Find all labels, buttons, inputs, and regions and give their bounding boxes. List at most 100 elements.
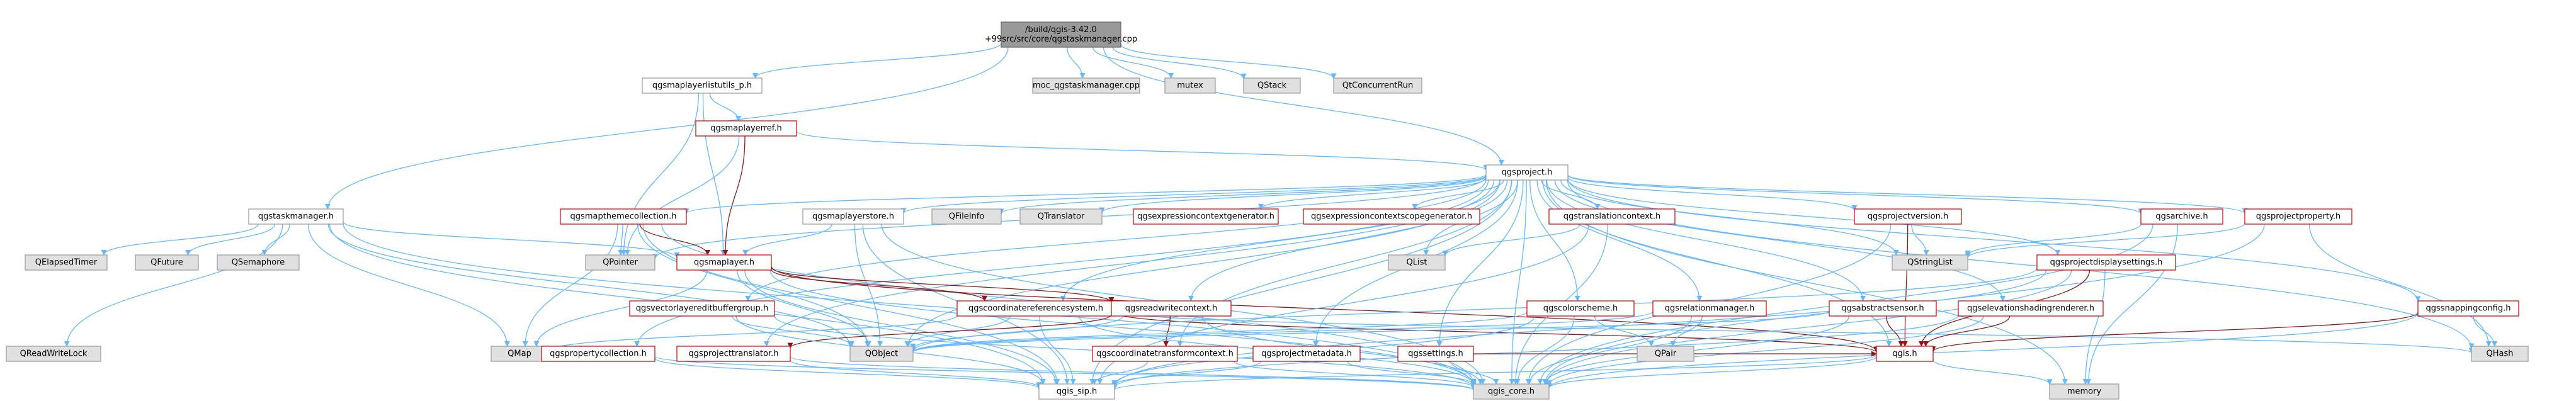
edge-project-to-colorscheme bbox=[1529, 179, 1580, 302]
node-readwritectx[interactable]: qgsreadwritecontext.h bbox=[1111, 300, 1232, 317]
node-qelapsedtimer[interactable]: QElapsedTimer bbox=[25, 254, 108, 271]
node-mapthemecollection[interactable]: qgsmapthemecollection.h bbox=[560, 208, 687, 225]
edge-snappingconfig-to-qhash bbox=[2473, 315, 2498, 347]
node-qstringlist[interactable]: QStringList bbox=[1892, 254, 1968, 271]
node-settings[interactable]: qgssettings.h bbox=[1397, 346, 1474, 362]
node-projectmetadata[interactable]: qgsprojectmetadata.h bbox=[1252, 346, 1361, 362]
edge-taskmanager-to-qelapsedtimer bbox=[101, 223, 259, 256]
edge-maplayer-to-readwritectx bbox=[771, 267, 1115, 303]
node-sip[interactable]: qgis_sip.h bbox=[1038, 383, 1115, 400]
node-qobject[interactable]: QObject bbox=[849, 346, 914, 362]
node-projecttranslator[interactable]: qgsprojecttranslator.h bbox=[676, 346, 791, 362]
node-exprscopegen[interactable]: qgsexpressioncontextscopegenerator.h bbox=[1303, 208, 1480, 225]
node-colorscheme[interactable]: qgscolorscheme.h bbox=[1526, 300, 1635, 317]
node-coordtransformctx[interactable]: qgscoordinatetransformcontext.h bbox=[1092, 346, 1238, 362]
node-qreadwritelock[interactable]: QReadWriteLock bbox=[6, 346, 101, 362]
node-qstack[interactable]: QStack bbox=[1243, 77, 1301, 94]
node-archive[interactable]: qgsarchive.h bbox=[2140, 208, 2223, 225]
node-qhash[interactable]: QHash bbox=[2471, 346, 2529, 362]
edge-root-to-maplayerlistutils bbox=[752, 43, 1002, 79]
node-box bbox=[1388, 254, 1446, 271]
node-qmap[interactable]: QMap bbox=[491, 346, 548, 362]
edge-project-to-settings bbox=[1436, 179, 1524, 347]
edge-projectdisplay-to-sip bbox=[1111, 269, 2046, 388]
node-box bbox=[1958, 300, 2104, 317]
edge-taskmanager-to-qfuture bbox=[185, 223, 275, 256]
node-label: QSemaphore bbox=[232, 258, 285, 268]
node-maplayer[interactable]: qgsmaplayer.h bbox=[676, 254, 772, 271]
node-qfileinfo[interactable]: QFileInfo bbox=[931, 208, 1002, 225]
node-exprctxgen[interactable]: qgsexpressioncontextgenerator.h bbox=[1133, 208, 1279, 225]
node-label: +99src/src/core/qgstaskmanager.cpp bbox=[985, 35, 1137, 44]
node-label: QTranslator bbox=[1038, 212, 1085, 222]
edge-project-to-crs bbox=[1060, 179, 1501, 302]
node-elevshading[interactable]: qgselevationshadingrenderer.h bbox=[1958, 300, 2104, 317]
node-mutex[interactable]: mutex bbox=[1164, 77, 1216, 94]
node-box bbox=[802, 208, 904, 225]
edge-projectdisplay-to-memory bbox=[2082, 269, 2106, 385]
node-qlist[interactable]: QList bbox=[1388, 254, 1446, 271]
node-root[interactable]: /build/qgis-3.42.0+99src/src/core/qgstas… bbox=[985, 21, 1137, 48]
edge-maplayer-to-qmap bbox=[533, 269, 708, 347]
node-core[interactable]: qgis_core.h bbox=[1473, 383, 1550, 400]
node-qtconcurrent[interactable]: QtConcurrentRun bbox=[1333, 77, 1422, 94]
node-qsemaphore[interactable]: QSemaphore bbox=[217, 254, 300, 271]
edge-projectmetadata-to-sip bbox=[1111, 361, 1261, 387]
node-box bbox=[1252, 346, 1361, 362]
edge-project-to-abstractsensor bbox=[1546, 179, 1866, 302]
node-qfuture[interactable]: QFuture bbox=[135, 254, 199, 271]
node-box bbox=[1164, 77, 1216, 94]
edge-taskmanager-to-qobject bbox=[327, 223, 853, 347]
node-box bbox=[25, 254, 108, 271]
node-label: qgsrelationmanager.h bbox=[1665, 304, 1754, 313]
edge-qgis-to-core bbox=[1546, 356, 1877, 389]
node-box bbox=[2140, 208, 2223, 225]
node-qgis[interactable]: qgis.h bbox=[1876, 346, 1934, 362]
node-moc[interactable]: moc_qgstaskmanager.cpp bbox=[1032, 77, 1140, 94]
node-label: mutex bbox=[1177, 81, 1203, 91]
edge-taskmanager-to-qmap bbox=[307, 223, 510, 347]
node-label: qgsmaplayerstore.h bbox=[812, 212, 894, 222]
edge-readwritectx-to-coordtransformctx bbox=[1163, 315, 1171, 347]
node-memory[interactable]: memory bbox=[2049, 383, 2119, 400]
node-qtranslator[interactable]: QTranslator bbox=[1019, 208, 1103, 225]
edge-relationmanager-to-qobject bbox=[910, 311, 1654, 353]
node-label: QElapsedTimer bbox=[35, 258, 98, 268]
node-box bbox=[135, 254, 199, 271]
node-qpointer[interactable]: QPointer bbox=[585, 254, 655, 271]
node-maplayerlistutils[interactable]: qgsmaplayerlistutils_p.h bbox=[642, 77, 763, 94]
node-projectversion[interactable]: qgsprojectversion.h bbox=[1854, 208, 1962, 225]
node-snappingconfig[interactable]: qgssnappingconfig.h bbox=[2417, 300, 2519, 317]
node-taskmanager[interactable]: qgstaskmanager.h bbox=[248, 208, 344, 225]
node-box bbox=[560, 208, 687, 225]
edge-projectdisplay-to-qobject bbox=[910, 268, 2038, 353]
edge-readwritectx-to-projecttranslator bbox=[787, 314, 1112, 349]
edge-root-to-project bbox=[1103, 47, 1504, 166]
node-qpair[interactable]: QPair bbox=[1637, 346, 1694, 362]
node-maplayerstore[interactable]: qgsmaplayerstore.h bbox=[802, 208, 904, 225]
edge-maplayer-to-sip bbox=[744, 269, 1059, 385]
node-box bbox=[6, 346, 101, 362]
node-label: qgsabstractsensor.h bbox=[1841, 304, 1924, 313]
node-project[interactable]: qgsproject.h bbox=[1485, 164, 1569, 181]
node-label: QFileInfo bbox=[949, 212, 985, 222]
node-crs[interactable]: qgscoordinatereferencesystem.h bbox=[956, 300, 1115, 317]
edge-snappingconfig-to-core bbox=[1546, 312, 2419, 389]
node-maplayerref[interactable]: qgsmaplayerref.h bbox=[695, 120, 797, 137]
edge-project-to-maplayerstore bbox=[900, 174, 1487, 214]
node-projectproperty[interactable]: qgsprojectproperty.h bbox=[2244, 208, 2352, 225]
node-vectorlayeredit[interactable]: qgsvectorlayereditbuffergroup.h bbox=[629, 300, 775, 317]
edge-project-to-projectdisplay bbox=[1567, 179, 2061, 256]
node-box bbox=[956, 300, 1115, 317]
edge-project-to-exprctxgen bbox=[1257, 178, 1487, 210]
node-abstractsensor[interactable]: qgsabstractsensor.h bbox=[1829, 300, 1937, 317]
edge-snappingconfig-to-qgis bbox=[1930, 312, 2419, 353]
node-propertycollection[interactable]: qgspropertycollection.h bbox=[541, 346, 655, 362]
node-translationctx[interactable]: qgstranslationcontext.h bbox=[1548, 208, 1676, 225]
node-label: qgsreadwritecontext.h bbox=[1125, 304, 1218, 313]
node-label: qgstranslationcontext.h bbox=[1563, 212, 1661, 222]
node-relationmanager[interactable]: qgsrelationmanager.h bbox=[1652, 300, 1767, 317]
node-box bbox=[849, 346, 914, 362]
node-projectdisplay[interactable]: qgsprojectdisplaysettings.h bbox=[2036, 254, 2176, 271]
edge-root-to-taskmanager bbox=[324, 47, 1009, 210]
